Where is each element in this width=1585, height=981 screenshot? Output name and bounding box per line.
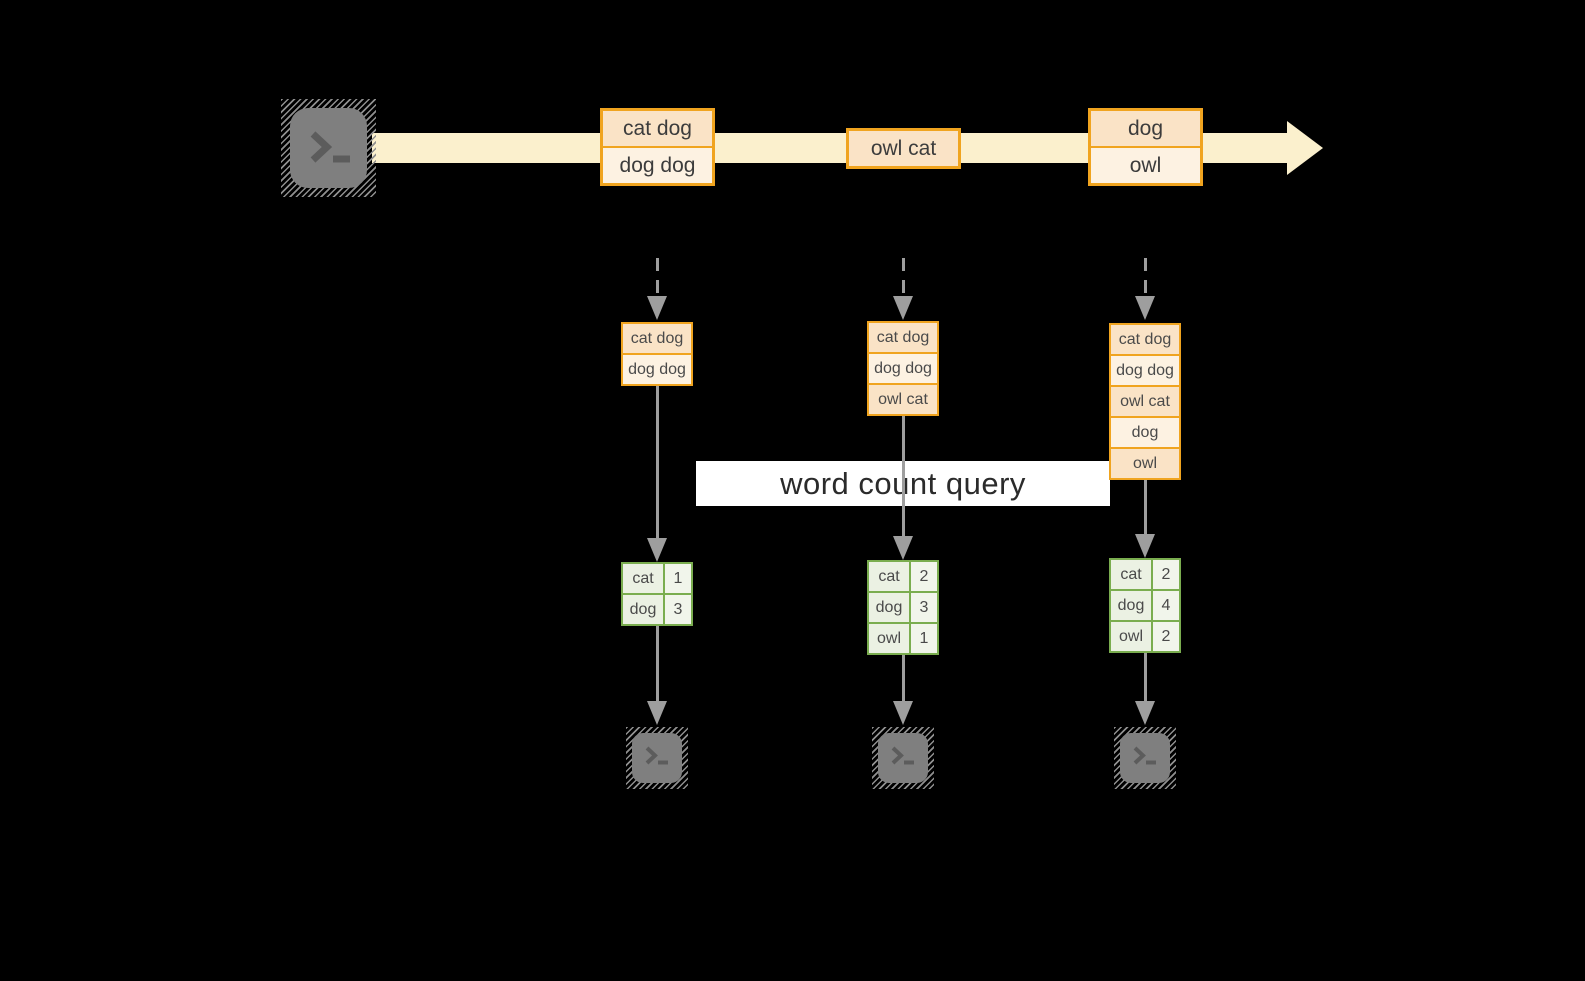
arrow-line: [655, 626, 659, 703]
terminal-prompt-icon: [891, 746, 914, 765]
stream-arrow-head: [1287, 121, 1323, 175]
dashed-arrow-head: [647, 296, 667, 320]
terminal-icon-sink-3: [1114, 727, 1176, 789]
stream-event-box-1: cat dog dog dog: [600, 108, 715, 186]
count-row: dog 3: [623, 595, 691, 624]
count-value: 1: [911, 624, 937, 653]
stream-event-cell: cat dog: [603, 111, 712, 146]
batch-cell: owl: [1111, 449, 1179, 478]
stream-event-cell: dog dog: [603, 148, 712, 183]
count-word: dog: [869, 593, 909, 622]
terminal-icon-body: [632, 733, 682, 783]
count-value: 3: [911, 593, 937, 622]
batch-box-1: cat dog dog dog: [621, 322, 693, 386]
count-table-1: cat 1 dog 3: [621, 562, 693, 626]
count-row: cat 2: [869, 562, 937, 591]
batch-cell: cat dog: [623, 324, 691, 353]
arrow-head: [647, 701, 667, 725]
dashed-arrow-line: [1143, 258, 1147, 298]
arrow-line: [901, 416, 905, 538]
batch-cell: cat dog: [1111, 325, 1179, 354]
count-value: 2: [1153, 560, 1179, 589]
count-word: owl: [869, 624, 909, 653]
batch-cell: owl cat: [869, 385, 937, 414]
terminal-prompt-icon: [1133, 746, 1156, 765]
batch-cell: owl cat: [1111, 387, 1179, 416]
count-value: 3: [665, 595, 691, 624]
count-value: 1: [665, 564, 691, 593]
batch-box-3: cat dog dog dog owl cat dog owl: [1109, 323, 1181, 480]
dashed-arrow-head: [1135, 296, 1155, 320]
terminal-icon-sink-1: [626, 727, 688, 789]
count-word: cat: [623, 564, 663, 593]
batch-cell: dog dog: [623, 355, 691, 384]
batch-cell: dog dog: [1111, 356, 1179, 385]
stream-event-box-2: owl cat: [846, 128, 961, 169]
batch-cell: dog dog: [869, 354, 937, 383]
arrow-head: [1135, 534, 1155, 558]
count-word: dog: [1111, 591, 1151, 620]
batch-cell: dog: [1111, 418, 1179, 447]
count-value: 4: [1153, 591, 1179, 620]
dashed-arrow-head: [893, 296, 913, 320]
count-word: cat: [869, 562, 909, 591]
count-row: owl 2: [1111, 622, 1179, 651]
arrow-head: [893, 536, 913, 560]
arrow-line: [655, 386, 659, 540]
dashed-arrow-line: [901, 258, 905, 298]
count-row: owl 1: [869, 624, 937, 653]
terminal-icon-source: [281, 99, 376, 197]
count-table-2: cat 2 dog 3 owl 1: [867, 560, 939, 655]
count-table-3: cat 2 dog 4 owl 2: [1109, 558, 1181, 653]
dashed-arrow-line: [655, 258, 659, 298]
count-row: dog 3: [869, 593, 937, 622]
arrow-head: [647, 538, 667, 562]
terminal-prompt-icon: [310, 131, 350, 163]
arrow-line: [1143, 480, 1147, 536]
arrow-line: [1143, 653, 1147, 703]
terminal-icon-body: [878, 733, 928, 783]
stream-event-cell: dog: [1091, 111, 1200, 146]
count-word: owl: [1111, 622, 1151, 651]
count-row: cat 1: [623, 564, 691, 593]
stream-event-cell: owl cat: [849, 131, 958, 166]
count-row: dog 4: [1111, 591, 1179, 620]
count-value: 2: [911, 562, 937, 591]
batch-cell: cat dog: [869, 323, 937, 352]
arrow-head: [1135, 701, 1155, 725]
terminal-icon-body: [1120, 733, 1170, 783]
terminal-prompt-icon: [645, 746, 668, 765]
batch-box-2: cat dog dog dog owl cat: [867, 321, 939, 416]
count-word: cat: [1111, 560, 1151, 589]
arrow-line: [901, 655, 905, 703]
count-row: cat 2: [1111, 560, 1179, 589]
arrow-head: [893, 701, 913, 725]
count-value: 2: [1153, 622, 1179, 651]
terminal-icon-body: [290, 108, 367, 188]
stream-event-box-3: dog owl: [1088, 108, 1203, 186]
terminal-icon-sink-2: [872, 727, 934, 789]
stream-event-cell: owl: [1091, 148, 1200, 183]
count-word: dog: [623, 595, 663, 624]
